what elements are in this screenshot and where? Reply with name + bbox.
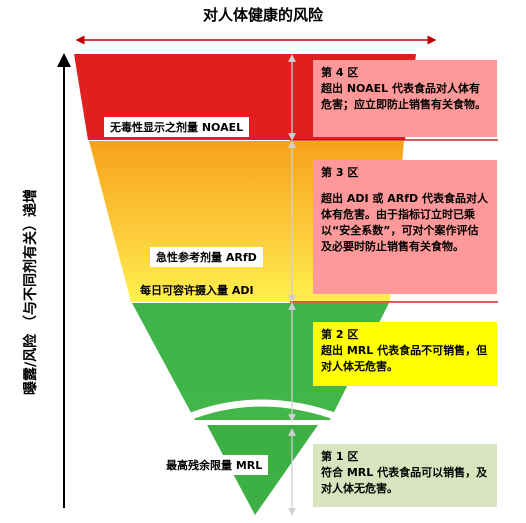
arfd-label: 急性参考剂量 ARfD — [150, 247, 263, 267]
zone-2-title: 第 2 区 — [321, 328, 359, 341]
zone-3-title: 第 3 区 — [321, 166, 359, 179]
zone-3-box: 第 3 区 超出 ADI 或 ARfD 代表食品对人体有危害。由于指标订立时已乘… — [313, 160, 497, 294]
zone-1-box: 第 1 区 符合 MRL 代表食品可以销售，及对人体无危害。 — [313, 444, 497, 507]
adi-label: 每日可容许摄入量 ADI — [140, 284, 254, 297]
axis-label: 曝露/风险 （与不同剂有关）递增 — [23, 189, 39, 395]
noael-label: 无毒性显示之剂量 NOAEL — [104, 117, 250, 137]
zone-3-text: 超出 ADI 或 ARfD 代表食品对人体有危害。由于指标订立时已乘以“安全系数… — [321, 192, 488, 253]
zone-4-title: 第 4 区 — [321, 66, 359, 79]
zone-1-text: 符合 MRL 代表食品可以销售，及对人体无危害。 — [321, 466, 488, 495]
zone-2-text: 超出 MRL 代表食品不可销售，但对人体无危害。 — [321, 344, 488, 373]
mrl-label: 最高残余限量 MRL — [160, 455, 269, 475]
zone-2-box: 第 2 区 超出 MRL 代表食品不可销售，但对人体无危害。 — [313, 322, 497, 386]
mrl-curve — [184, 399, 342, 422]
zone-4-text: 超出 NOAEL 代表食品对人体有危害；应立即防止销售有关食物。 — [321, 82, 486, 111]
zone-1-title: 第 1 区 — [321, 450, 359, 463]
diagram-title: 对人体健康的风险 — [202, 6, 323, 24]
zone-4-box: 第 4 区 超出 NOAEL 代表食品对人体有危害；应立即防止销售有关食物。 — [313, 60, 497, 137]
